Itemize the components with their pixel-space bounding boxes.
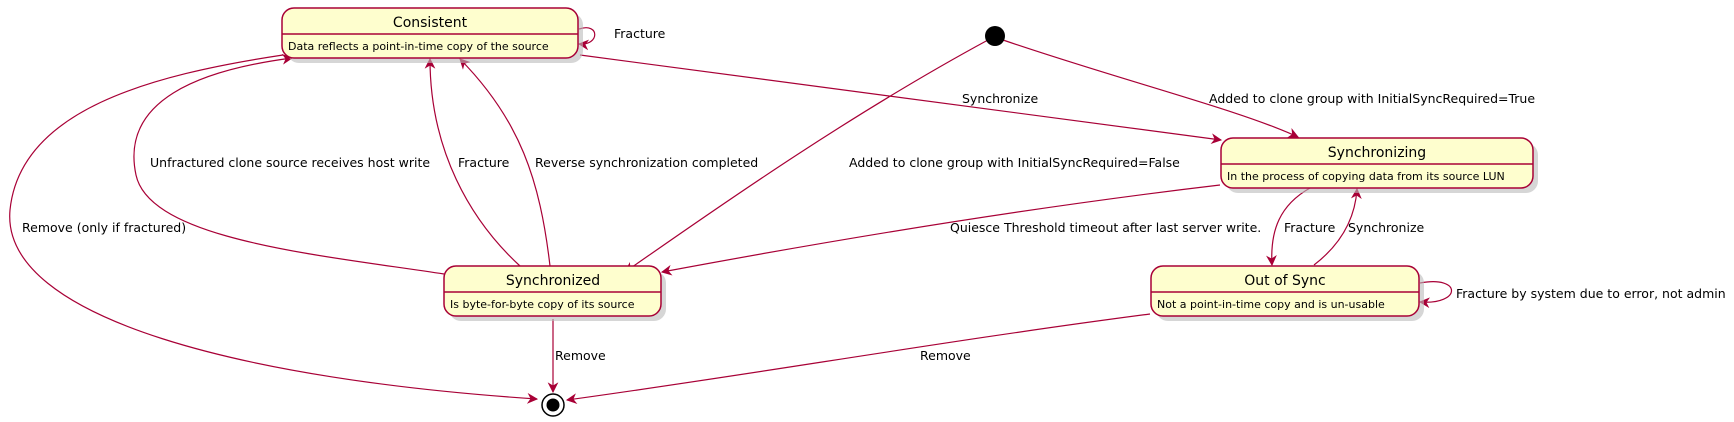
state-out-of-sync-title: Out of Sync — [1244, 273, 1326, 289]
edge-consistent-to-final — [9, 54, 539, 404]
edge-initial-to-synchronized — [624, 39, 989, 273]
state-synchronized-title: Synchronized — [506, 273, 600, 289]
state-consistent-title: Consistent — [393, 15, 468, 31]
label-consistent-to-synchronizing: Synchronize — [962, 91, 1039, 106]
label-synchronized-to-consistent-fracture: Fracture — [458, 155, 510, 170]
label-out-of-sync-self: Fracture by system due to error, not adm… — [1456, 286, 1726, 301]
state-synchronized-description: Is byte-for-byte copy of its source — [450, 298, 635, 311]
edge-synchronized-to-consistent-fracture — [424, 57, 521, 267]
edge-synchronizing-to-synchronized — [660, 184, 1221, 276]
edge-out-of-sync-to-final — [565, 313, 1151, 405]
edge-initial-to-synchronizing — [1002, 39, 1299, 138]
label-synchronizing-to-synchronized: Quiesce Threshold timeout after last ser… — [950, 220, 1261, 235]
label-out-of-sync-to-synchronizing: Synchronize — [1348, 220, 1425, 235]
edge-consistent-self — [577, 27, 596, 51]
label-synchronized-to-consistent-write: Unfractured clone source receives host w… — [150, 155, 430, 170]
state-out-of-sync: Out of Sync Not a point-in-time copy and… — [1150, 265, 1424, 321]
state-consistent: Consistent Data reflects a point-in-time… — [281, 7, 583, 63]
edge-synchronizing-to-out-of-sync — [1266, 187, 1311, 267]
label-initial-to-synchronized: Added to clone group with InitialSyncReq… — [849, 155, 1180, 170]
state-synchronized: Synchronized Is byte-for-byte copy of it… — [443, 265, 666, 321]
edge-synchronized-to-consistent-reverse — [459, 58, 551, 267]
label-consistent-to-final: Remove (only if fractured) — [22, 220, 186, 235]
edge-out-of-sync-self — [1418, 281, 1452, 309]
transitions: Fracture Synchronize Added to clone grou… — [9, 26, 1726, 405]
edge-out-of-sync-to-synchronizing — [1313, 187, 1362, 266]
label-synchronized-to-consistent-reverse: Reverse synchronization completed — [535, 155, 758, 170]
initial-node — [985, 26, 1005, 46]
state-synchronizing: Synchronizing In the process of copying … — [1220, 137, 1538, 193]
state-out-of-sync-description: Not a point-in-time copy and is un-usabl… — [1157, 298, 1385, 311]
label-consistent-self: Fracture — [614, 26, 666, 41]
final-node — [541, 393, 565, 417]
edge-synchronized-to-consistent-write — [133, 53, 445, 275]
label-out-of-sync-to-final: Remove — [920, 348, 971, 363]
label-synchronizing-to-out-of-sync: Fracture — [1284, 220, 1336, 235]
state-consistent-description: Data reflects a point-in-time copy of th… — [288, 40, 549, 53]
edge-consistent-to-synchronizing — [579, 54, 1223, 145]
state-synchronizing-description: In the process of copying data from its … — [1227, 170, 1505, 183]
label-initial-to-synchronizing: Added to clone group with InitialSyncReq… — [1209, 91, 1535, 106]
label-synchronized-to-final: Remove — [555, 348, 606, 363]
state-synchronizing-title: Synchronizing — [1328, 145, 1426, 161]
